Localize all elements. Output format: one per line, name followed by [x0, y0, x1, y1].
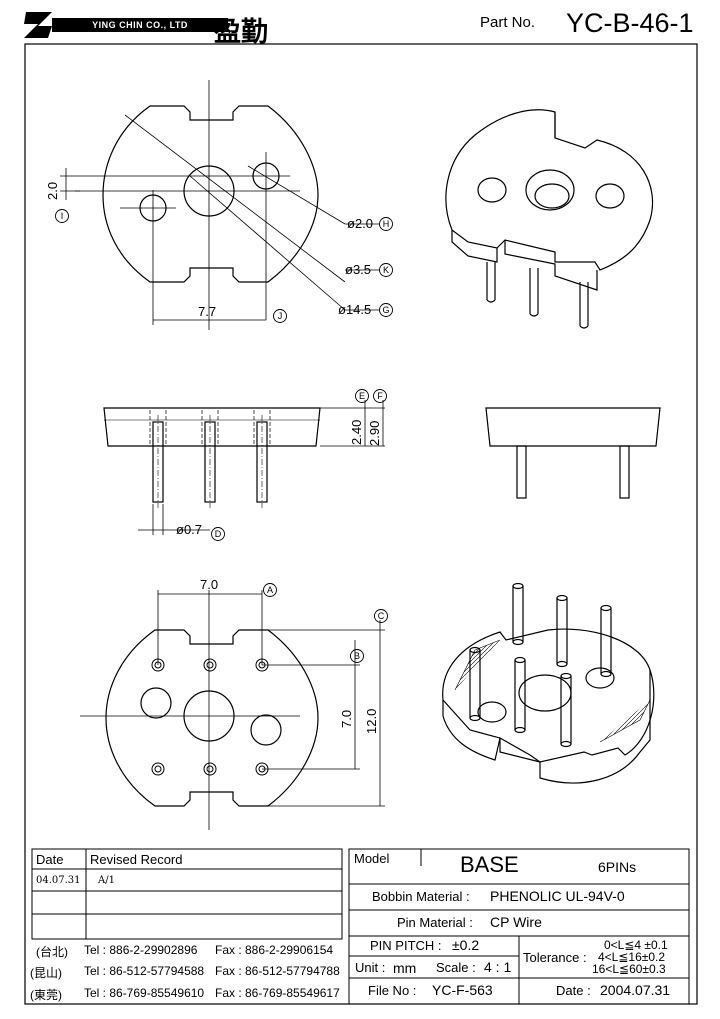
callout-f: F	[377, 391, 383, 401]
dim-7-0-v: 7.0	[339, 710, 354, 728]
callout-k: K	[383, 265, 389, 275]
file-no: YC-F-563	[432, 982, 493, 998]
file-no-label: File No :	[368, 983, 417, 998]
model-label: Model	[354, 851, 390, 866]
iso-view-top	[445, 109, 654, 329]
contact-fax: Fax : 86-512-57794788	[215, 964, 340, 978]
contact-city: (昆山)	[30, 966, 62, 980]
side-view-simple	[485, 407, 661, 499]
dim-7-7: 7.7	[198, 304, 216, 319]
scale-label: Scale :	[436, 960, 476, 975]
unit-label: Unit :	[355, 960, 386, 975]
contact-tel: Tel : 86-769-85549610	[84, 986, 205, 1000]
company-name-en: YING CHIN CO., LTD	[52, 18, 228, 32]
callout-b: B	[354, 651, 360, 661]
contact-tel: Tel : 86-512-57794588	[84, 964, 205, 978]
callout-g: G	[382, 305, 389, 315]
dim-hole-2-0: ø2.0	[347, 216, 373, 231]
contact-fax: Fax : 86-769-85549617	[215, 986, 340, 1000]
dim-12-0: 12.0	[364, 709, 379, 734]
dim-2-0: 2.0	[45, 182, 60, 200]
pin-material: CP Wire	[490, 914, 542, 930]
dim-hole-3-5: ø3.5	[345, 262, 371, 277]
dim-2-90: 2.90	[367, 421, 382, 446]
contact-city: (東莞)	[30, 988, 62, 1002]
dim-2-40: 2.40	[349, 420, 364, 445]
tolerance-label: Tolerance :	[523, 950, 587, 965]
dim-7-0-h: 7.0	[200, 577, 218, 592]
contact-city: (台北)	[36, 945, 68, 959]
callout-a: A	[267, 585, 273, 595]
company-logo: YING CHIN CO., LTD	[22, 10, 228, 40]
pin-count: 6PINs	[598, 859, 637, 875]
callout-e: E	[359, 391, 365, 401]
scale-value: 4 : 1	[484, 959, 512, 975]
title-block	[31, 848, 690, 1005]
rev-row-record: A/1	[98, 875, 115, 886]
date-label: Date :	[556, 983, 591, 998]
dim-hole-14-5: ø14.5	[338, 302, 371, 317]
callout-c: C	[378, 611, 385, 621]
callout-h: H	[383, 219, 390, 229]
rev-date-header: Date	[36, 852, 64, 867]
callout-d: D	[215, 529, 222, 539]
model-value: BASE	[460, 852, 519, 877]
dim-pin-0-7: ø0.7	[176, 522, 202, 537]
rev-record-header: Revised Record	[90, 852, 183, 867]
part-no: YC-B-46-1	[566, 8, 694, 38]
iso-view-bottom	[442, 582, 655, 784]
bobbin-material-label: Bobbin Material :	[372, 889, 470, 904]
tolerance-2: 4<L≦16±0.2	[598, 950, 666, 964]
contact-tel: Tel : 886-2-29902896	[84, 943, 198, 957]
callout-i: I	[61, 211, 64, 221]
tolerance-3: 16<L≦60±0.3	[592, 962, 666, 976]
unit-value: mm	[393, 960, 417, 976]
pin-material-label: Pin Material :	[397, 915, 473, 930]
company-name-cn: 盈勤	[214, 17, 268, 48]
rev-row-date: 04.07.31	[36, 875, 81, 886]
contact-fax: Fax : 886-2-29906154	[215, 943, 334, 957]
side-view	[103, 400, 385, 535]
tolerance-1: 0<L≦4 ±0.1	[604, 938, 668, 952]
bottom-view	[80, 590, 385, 830]
logo-mark-icon	[24, 12, 52, 38]
date-value: 2004.07.31	[600, 982, 671, 998]
top-view	[60, 80, 380, 330]
pin-pitch-label: PIN PITCH :	[370, 938, 442, 953]
callout-j: J	[278, 311, 283, 321]
part-no-label: Part No.	[480, 14, 536, 31]
pin-pitch: ±0.2	[452, 937, 480, 953]
bobbin-material: PHENOLIC UL-94V-0	[490, 888, 625, 904]
